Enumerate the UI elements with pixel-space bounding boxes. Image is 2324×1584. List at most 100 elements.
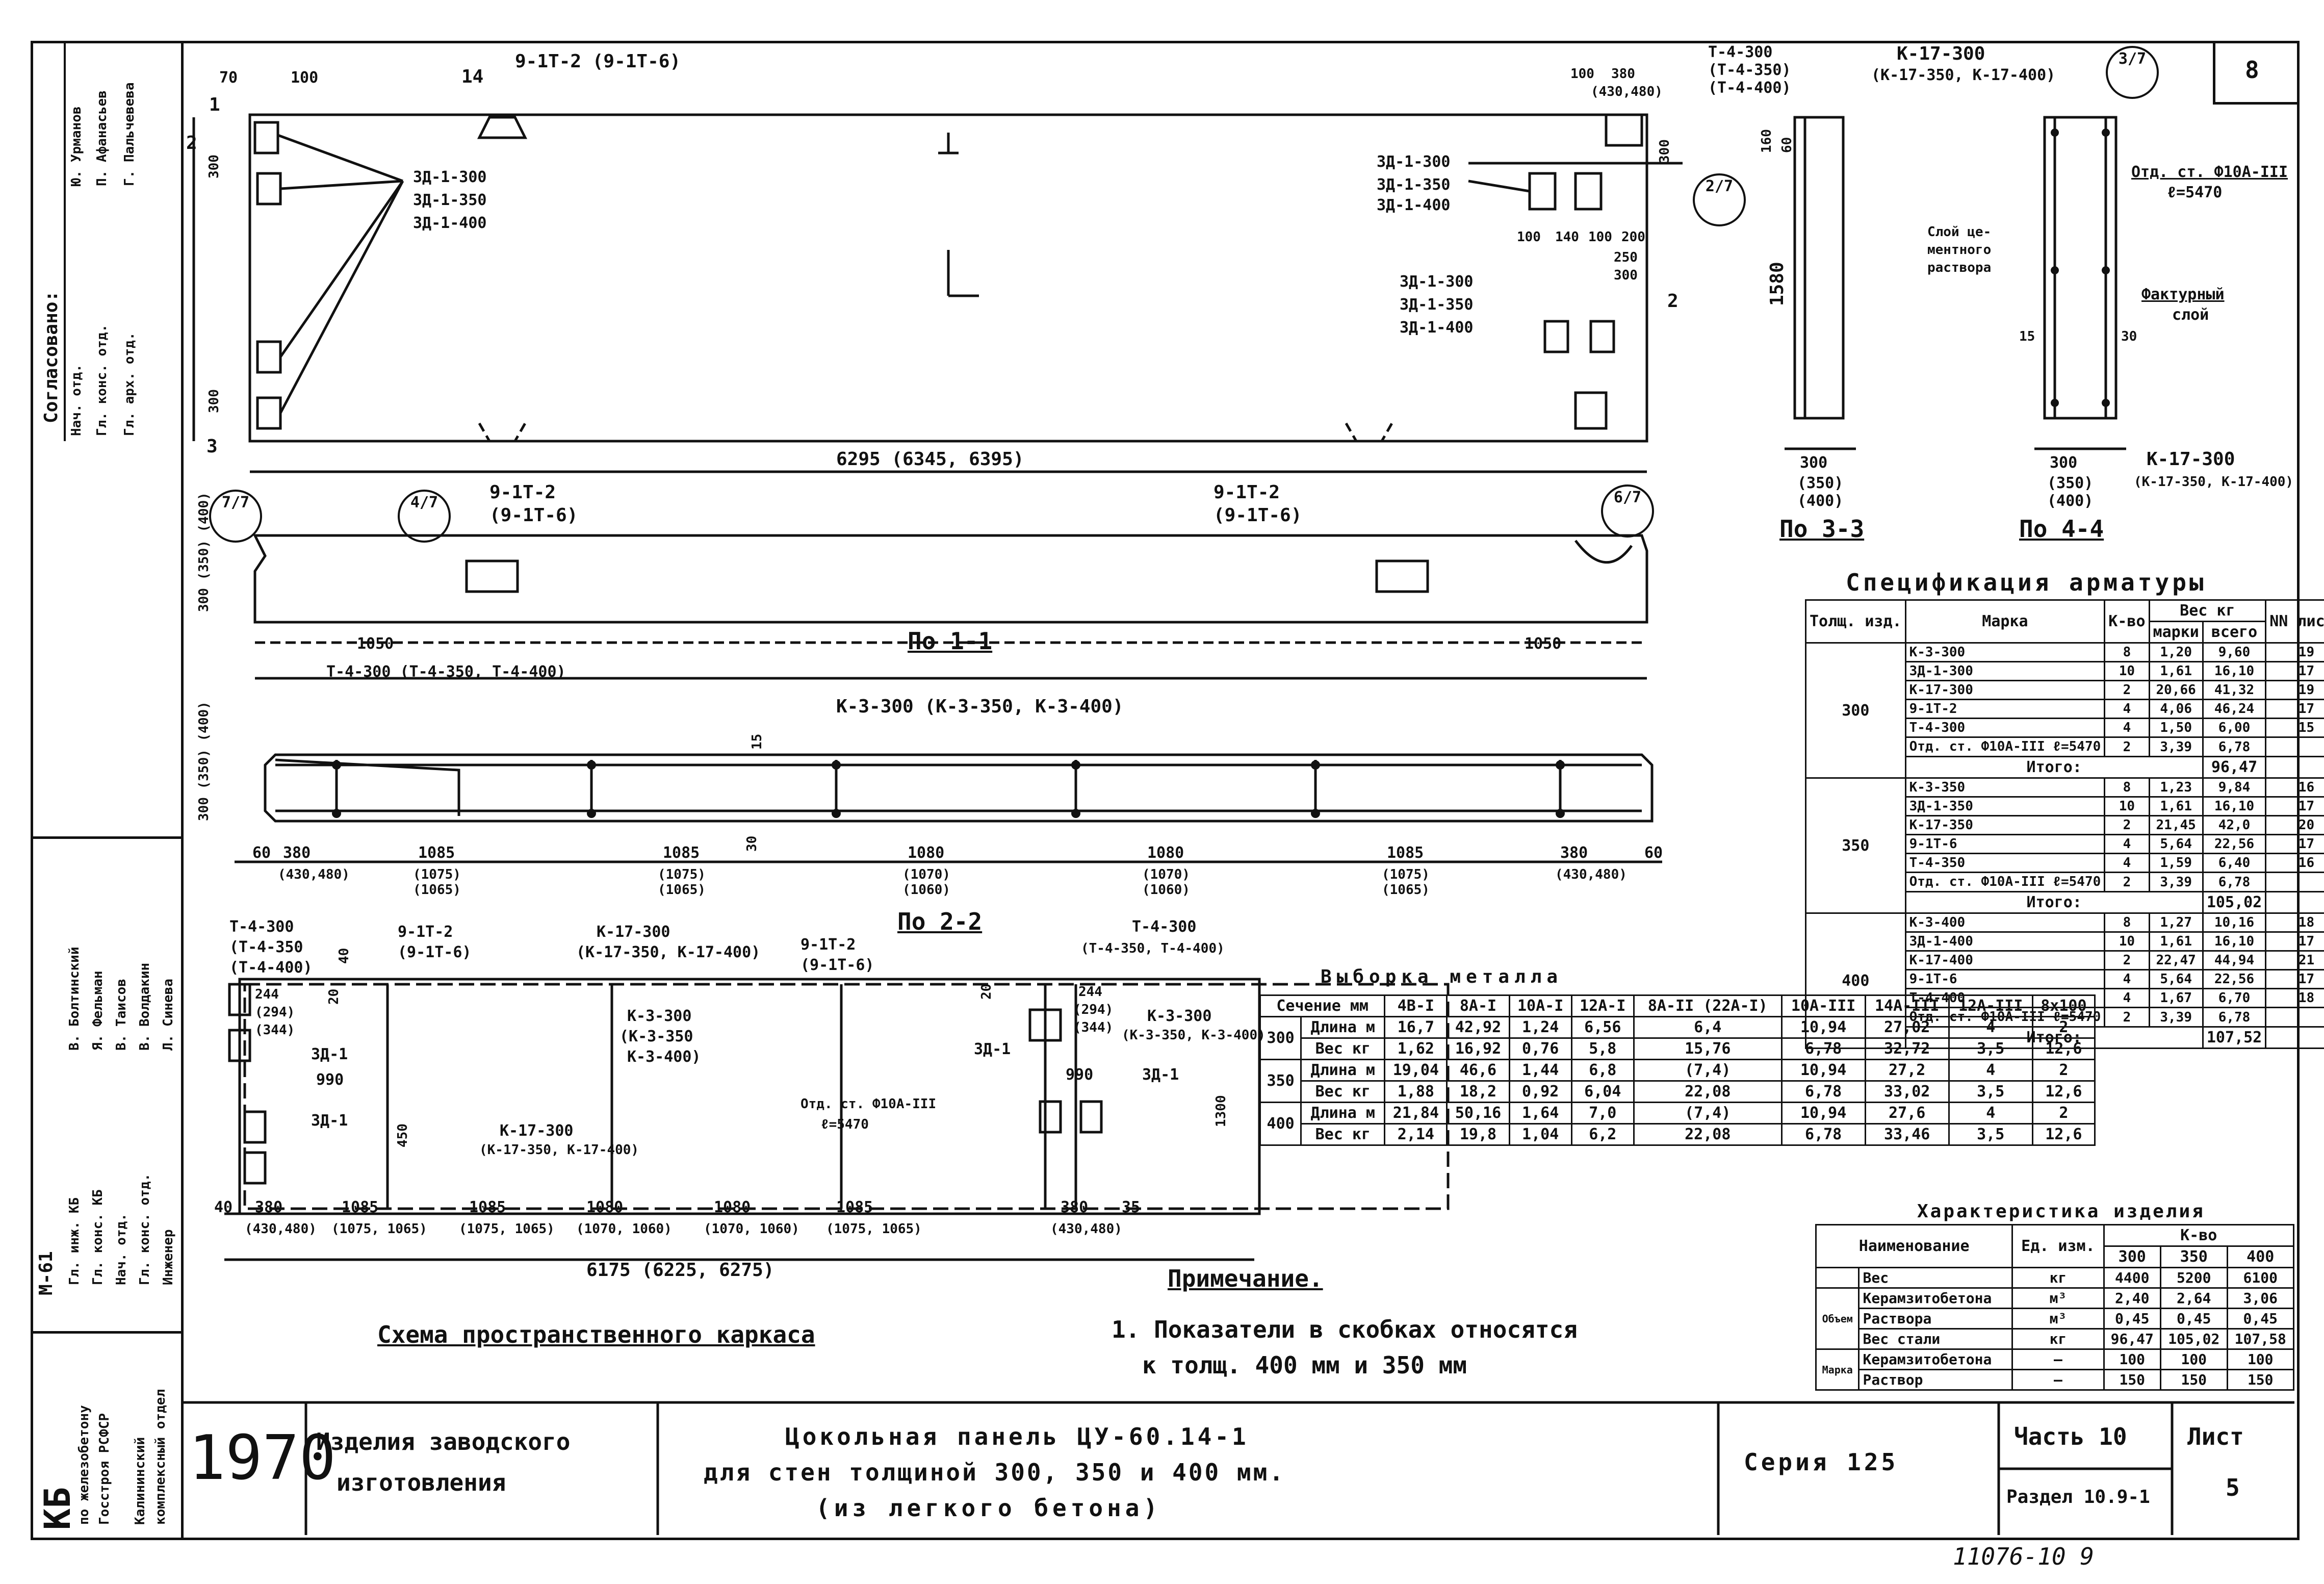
cage-dim: 20 [979, 983, 994, 1000]
spec-cell: 42,0 [2202, 815, 2267, 835]
plan-dim-value: 380 [1560, 844, 1588, 862]
char-cell: 0,45 [2160, 1308, 2228, 1330]
metal-cell: 22,08 [1633, 1080, 1783, 1103]
tie-label: (9-1Т-6) [489, 505, 578, 526]
char-head: 400 [2226, 1245, 2294, 1268]
metal-cell: 50,16 [1446, 1102, 1510, 1125]
spec-cell: 1,27 [2148, 912, 2204, 933]
char-cell: — [2011, 1369, 2105, 1391]
char-cell: 0,45 [2103, 1308, 2162, 1330]
spec-total: 96,47 [2202, 756, 2267, 779]
spec-cell: 19 [2265, 680, 2324, 700]
section-mark: 1 [209, 94, 220, 115]
plan-dim-30: 30 [744, 835, 760, 852]
char-table-title: Характеристика изделия [1917, 1201, 2205, 1222]
elev-dim: 250 [1614, 250, 1638, 265]
metal-cell: 19,04 [1384, 1059, 1448, 1082]
metal-col-header: 12А-I [1570, 994, 1635, 1017]
callout-6-7: 6/7 [1601, 484, 1654, 538]
cage-label: (Т-4-350 [229, 938, 303, 956]
spec-cell: 4,06 [2148, 699, 2204, 719]
metal-cell: 10,94 [1780, 1059, 1866, 1082]
stamp: 11076-10 9 [1953, 1543, 2094, 1570]
char-cell: 100 [2103, 1348, 2162, 1370]
spec-total: 105,02 [2202, 891, 2267, 914]
spec-cell: 8 [2104, 642, 2150, 662]
spec-cell: Отд. ст. Ф10А-III ℓ=5470 [1904, 736, 2106, 757]
char-head: Наименование [1815, 1224, 2013, 1268]
spec-cell: 9,84 [2202, 777, 2267, 798]
plan-dim-value: 1080 [1147, 844, 1184, 862]
plan-dim-value: 60 [252, 844, 271, 862]
s44-facing: слой [2172, 306, 2209, 324]
char-cell: 100 [2226, 1348, 2294, 1370]
spec-cell: 4 [2104, 853, 2150, 873]
spec-cell: Т-4-300 [1904, 718, 2106, 738]
spec-cell: Т-4-400 [1904, 988, 2106, 1008]
metal-cell: 10,94 [1780, 1102, 1866, 1125]
metal-table-title: Выборка металла [1321, 966, 1563, 987]
spec-cell: 1,61 [2148, 661, 2204, 681]
cage-label: 990 [1066, 1066, 1094, 1084]
spec-cell: 8 [2104, 912, 2150, 933]
spec-head: Марка [1904, 599, 2106, 644]
s33-dim: (350) [1797, 474, 1844, 492]
section-mark: 3 [206, 436, 218, 457]
section-mark: 14 [461, 66, 484, 87]
metal-cell: 5,8 [1570, 1037, 1635, 1060]
cage-label: 3Д-1 [974, 1040, 1011, 1058]
zd-label: 3Д-1-300 [1377, 153, 1451, 171]
cage-dim-sub: (1070, 1060) [704, 1221, 799, 1237]
spec-cell: 9,60 [2202, 642, 2267, 662]
cage-overall-dim: 6175 (6225, 6275) [586, 1260, 774, 1281]
spec-cell: 1,20 [2148, 642, 2204, 662]
char-head: К-во [2103, 1224, 2294, 1247]
spec-cell: 6,70 [2202, 988, 2267, 1008]
cage-dim: (294) [1073, 1002, 1114, 1017]
plan-dim-value: 1085 [418, 844, 455, 862]
spec-cell: 2 [2104, 872, 2150, 892]
s44-title: По 4-4 [2019, 515, 2104, 543]
metal-row-name: Длина м [1300, 1102, 1386, 1125]
char-cell: м³ [2011, 1287, 2105, 1309]
metal-cell: 16,92 [1446, 1037, 1510, 1060]
spec-table-title: Спецификация арматуры [1846, 569, 2207, 596]
spec-cell: 6,78 [2202, 872, 2267, 892]
char-side-empty [1815, 1267, 1860, 1289]
metal-row-name: Длина м [1300, 1059, 1386, 1082]
cage-label: Т-4-300 [229, 918, 294, 936]
char-side-volume: Объем [1815, 1287, 1860, 1350]
metal-cell: 7,0 [1570, 1102, 1635, 1125]
spec-total-row: Итого:96,47 [1806, 756, 2324, 779]
t-label: Т-4-300 (Т-4-350, Т-4-400) [326, 663, 566, 681]
cage-dim-value: 1080 [714, 1198, 751, 1216]
spec-cell: 10,16 [2202, 912, 2267, 933]
metal-cell: 18,2 [1446, 1080, 1510, 1103]
spec-head: NN листа [2265, 599, 2324, 644]
cage-dim-value: 380 [255, 1198, 283, 1216]
spec-cell: 3,39 [2148, 1007, 2204, 1028]
metal-cell: 19,8 [1446, 1123, 1510, 1146]
plan-dim-sub: (1070) (1060) [902, 867, 950, 898]
spec-cell: 2 [2104, 950, 2150, 970]
s44-label: К-17-300 [1897, 43, 1985, 64]
metal-cell: 4 [1948, 1059, 2033, 1082]
s44-dim: (350) [2047, 474, 2094, 492]
sheet-number-top: 8 [2245, 56, 2259, 84]
zd-label: 3Д-1-350 [413, 191, 487, 209]
metal-cell: 12,6 [2031, 1123, 2096, 1146]
spec-cell: 15 [2265, 718, 2324, 738]
spec-cell: 1,61 [2148, 796, 2204, 816]
char-cell: Вес [1858, 1267, 2013, 1289]
spec-cell: 16 [2265, 853, 2324, 873]
cage-label: 9-1Т-2 [398, 923, 453, 941]
spec-cell: 22,56 [2202, 834, 2267, 854]
spec-cell: 1,23 [2148, 777, 2204, 798]
